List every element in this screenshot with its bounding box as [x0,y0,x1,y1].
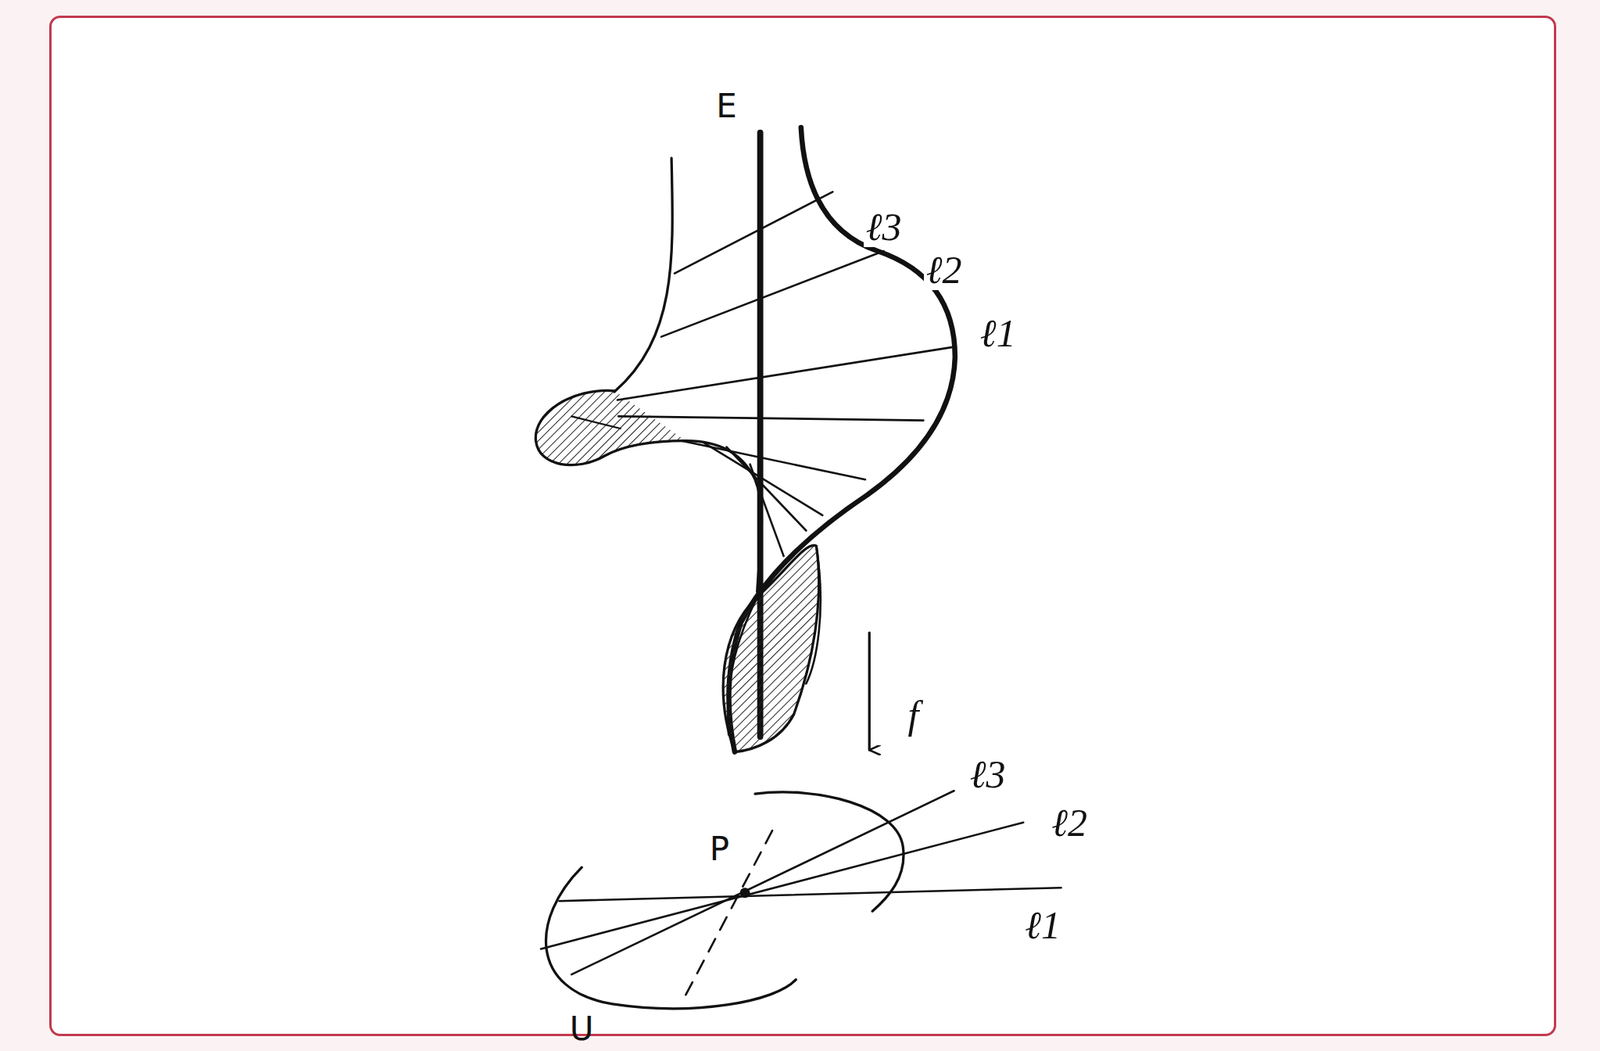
line-label: ℓ1 [977,312,1019,354]
line-label: ℓ1 [1022,904,1064,945]
line-label: ℓ3 [967,753,1009,795]
line-label: ℓ2 [923,249,965,290]
line-label: ℓ2 [1048,801,1090,843]
point-label: P [707,831,732,867]
region-label: U [567,1011,597,1046]
line-label: ℓ3 [863,206,905,247]
map-label: f [905,694,921,735]
axis-label: E [713,89,740,124]
